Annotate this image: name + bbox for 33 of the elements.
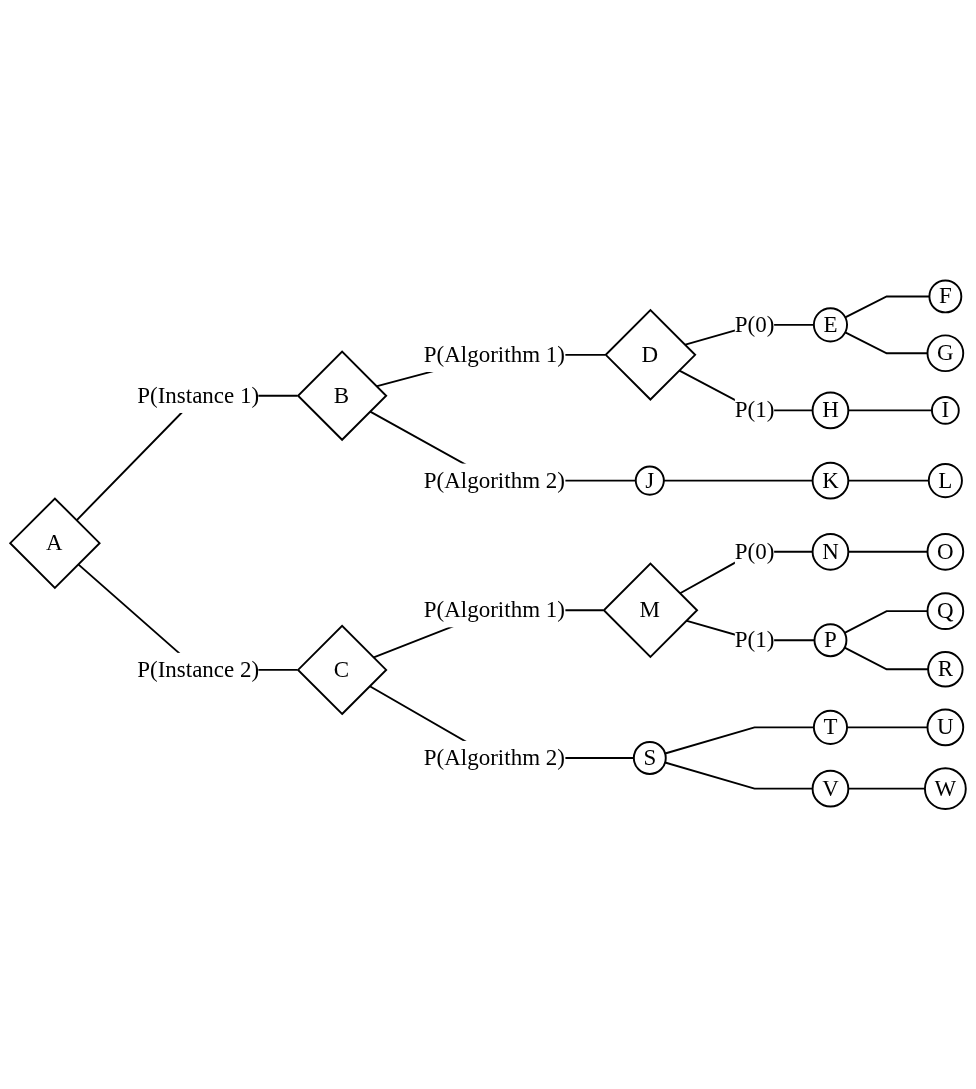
node-circle: G <box>926 334 965 373</box>
node-circle: H <box>811 391 850 430</box>
node-diamond: C <box>296 624 388 716</box>
node-circle: T <box>812 710 848 746</box>
node-circle: R <box>927 651 964 688</box>
node-circle: I <box>931 396 960 426</box>
node-diamond: M <box>602 562 699 659</box>
node-circle: W <box>923 767 967 811</box>
edge-label: P(Algorithm 2) <box>423 744 565 771</box>
node-circle: P <box>813 623 848 658</box>
node-circle: O <box>926 533 965 571</box>
node-circle: V <box>811 770 850 808</box>
edge-label: P(1) <box>734 627 775 653</box>
edge-label: P(0) <box>734 538 775 565</box>
edge-label: P(Instance 1) <box>137 382 260 409</box>
edge-label: P(Algorithm 2) <box>423 467 565 494</box>
node-circle: L <box>927 463 963 499</box>
node-circle: S <box>632 741 667 776</box>
node-circle: N <box>811 533 850 571</box>
node-circle: J <box>634 465 665 496</box>
edge-label: P(0) <box>734 311 775 338</box>
node-circle: U <box>926 708 965 747</box>
node-circle: E <box>812 307 848 343</box>
edge-label: P(1) <box>734 397 775 423</box>
edge-label: P(Algorithm 1) <box>423 341 565 368</box>
node-diamond: A <box>8 497 101 590</box>
edge-label: P(Instance 2) <box>137 656 260 683</box>
node-diamond: B <box>296 350 388 442</box>
node-diamond: D <box>604 309 697 402</box>
edge-label: P(Algorithm 1) <box>423 597 565 623</box>
node-circle: K <box>811 462 850 500</box>
node-circle: Q <box>926 592 965 631</box>
node-circle: F <box>928 279 963 314</box>
